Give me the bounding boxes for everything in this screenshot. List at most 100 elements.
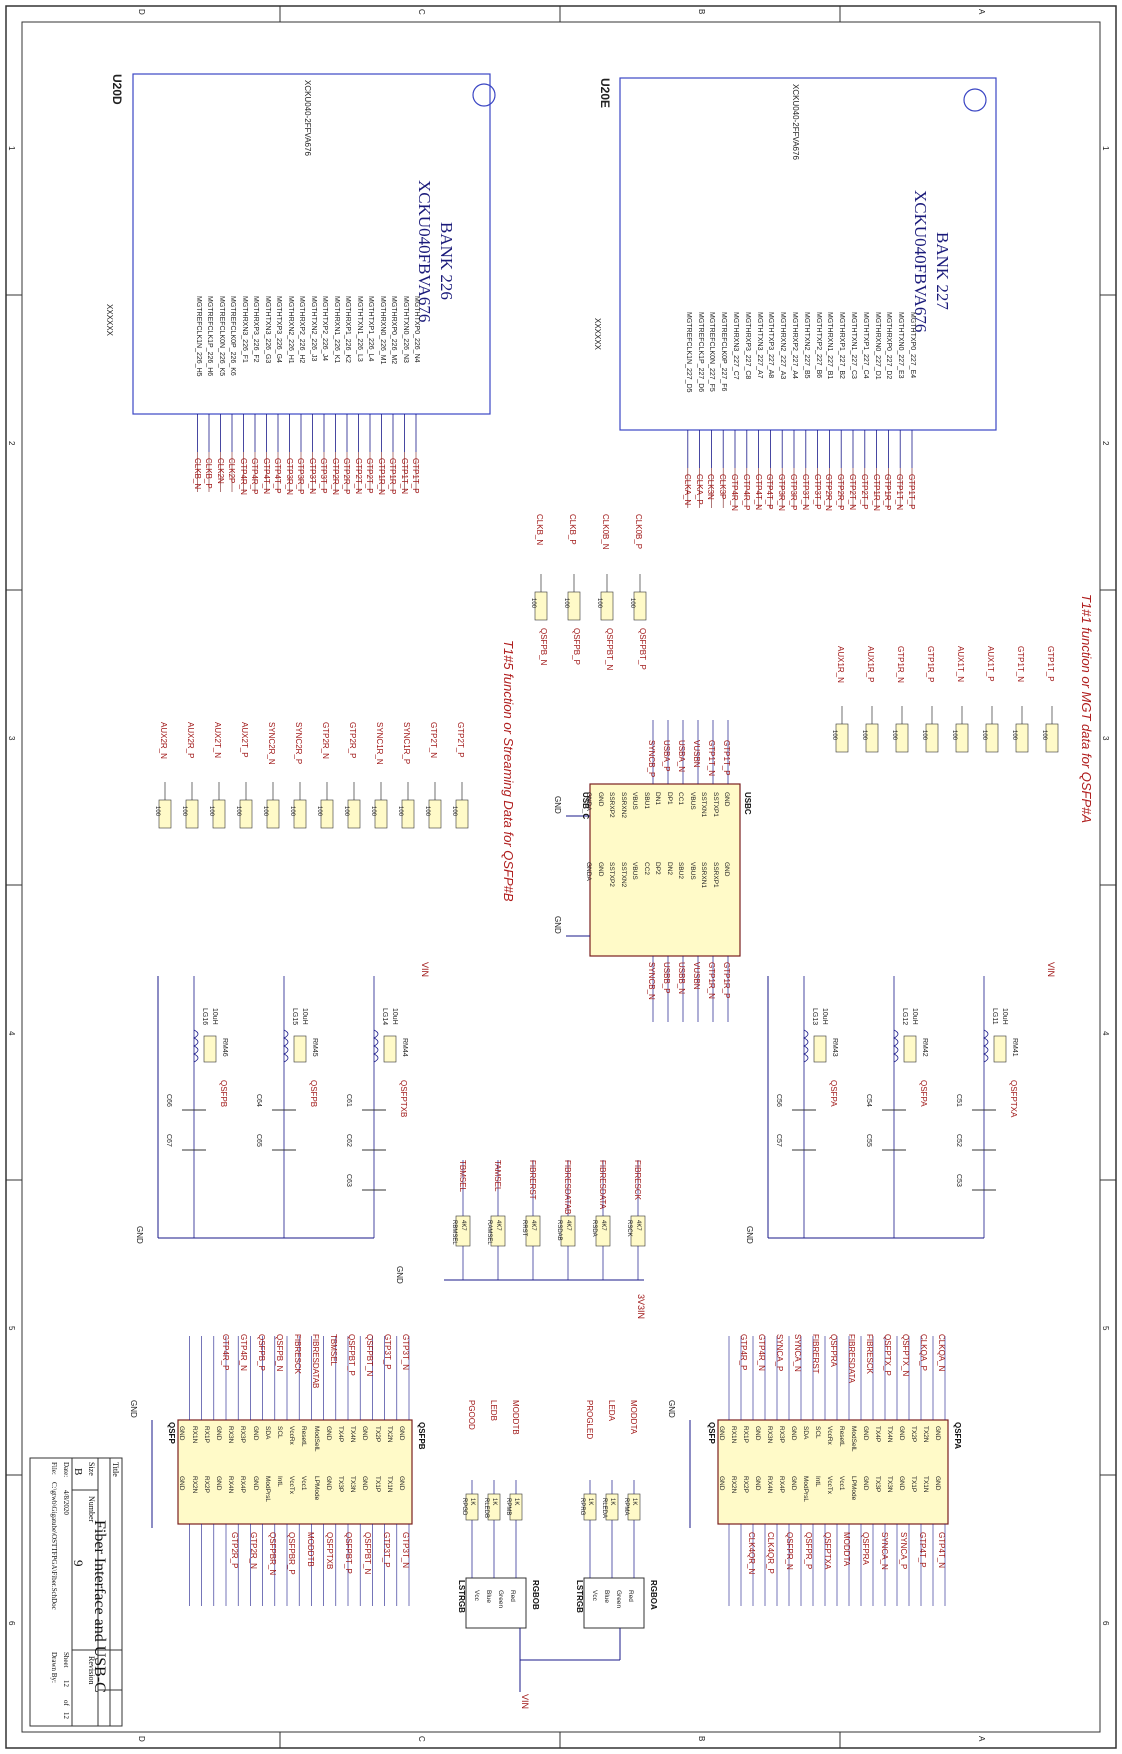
inductor-value: 10uH xyxy=(211,1008,218,1025)
res-net-label: AUX2R_N xyxy=(159,722,168,759)
resistor-body xyxy=(239,799,253,829)
led-b-box xyxy=(465,1577,527,1629)
qsfp-left-net: GTP4R_N xyxy=(757,1334,766,1371)
led-res-value: 1K xyxy=(491,1498,497,1506)
res-net-label: SYNC1R_P xyxy=(402,722,411,765)
qsfp-pin-lines xyxy=(151,1336,946,1606)
qsfp-left-net: QSFPTX_P xyxy=(883,1334,892,1376)
resistor-value: 100 xyxy=(831,730,837,741)
qsfp-pin-right: GND xyxy=(251,1476,259,1491)
resistor-value: 100 xyxy=(596,598,602,609)
qsfp-pin-left: RX3N xyxy=(227,1426,235,1444)
resistor-value: 100 xyxy=(1041,730,1047,741)
date-label: Date: xyxy=(62,1462,70,1478)
res-net-label: GTP2T_N xyxy=(429,722,438,759)
qsfp-left-net: FIBRESDATAB xyxy=(311,1334,320,1389)
led-b-label: LSTRGB xyxy=(457,1580,466,1613)
bank-net-label: GTP2R_N xyxy=(330,458,340,495)
qsfp-right-net: QSFPBT_P xyxy=(344,1532,353,1574)
filter-resistor xyxy=(383,1035,397,1063)
drawn-by-label: Drawn By: xyxy=(50,1652,58,1683)
res-net-label: AUX1R_N xyxy=(836,646,845,683)
qsfp-pin-left: ModSelL xyxy=(312,1426,320,1452)
bank-net-label: GTP3R_P xyxy=(789,474,798,511)
pullup-ref: RSDA xyxy=(591,1220,597,1237)
usb-top-net: SYNCB_P xyxy=(647,740,656,778)
filter-cap-ref: C64 xyxy=(255,1094,262,1107)
qsfp-pin-right: TX1N xyxy=(922,1476,929,1493)
resistor-value: 100 xyxy=(563,598,569,609)
zone-letter-top: C xyxy=(417,9,426,15)
bank-pin-name: MGTHRXN1_227_B1 xyxy=(826,312,834,380)
usb-pin-name-left: VBUS xyxy=(631,792,638,810)
qsfp-left-net: GTP4R_P xyxy=(221,1334,230,1371)
filter-cap-ref: C57 xyxy=(775,1134,782,1147)
qsfp-pin-right: RX4N xyxy=(766,1476,773,1494)
zone-number-right: 1 xyxy=(1101,146,1110,151)
usb-bottom-net: USBB_P xyxy=(662,962,671,994)
bank-net-label: GTP4T_P xyxy=(765,474,775,510)
usb-pin-name-right: SBU2 xyxy=(677,862,684,879)
qsfp-pin-right: GND xyxy=(361,1476,369,1491)
qsfp-pin-right: IntL xyxy=(276,1476,283,1487)
bank-pin-name: MGTHTXN0_227_E3 xyxy=(897,312,905,379)
bank-pin-name: MGTREFCLK1N_226_H5 xyxy=(194,296,202,377)
vin-label-a: VIN xyxy=(1046,962,1056,978)
note-qsfp-a: T1#1 function or MGT data for QSFP#A xyxy=(1079,594,1094,824)
file-value: C:\gtwb\Gigatube\OSTTFPGA\Fiber.SchDoc xyxy=(50,1482,58,1610)
res-net-label: SYNC2R_P xyxy=(294,722,303,765)
usb-pin-name-right: GND xyxy=(596,862,604,877)
qsfp-a-ref: QSFPA xyxy=(953,1422,962,1449)
usb-pin-name-left: SBU1 xyxy=(642,792,650,809)
qsfp-pin-right: GND xyxy=(934,1476,941,1491)
bank-pin-name: MGTREFCLK1N_227_D5 xyxy=(684,312,692,393)
qsfp-left-net: FIBRESCK xyxy=(865,1334,874,1375)
resistor-value: 100 xyxy=(921,730,927,741)
zone-letter-bottom: D xyxy=(137,1736,146,1742)
led-network xyxy=(465,1480,641,1692)
bank-net-label: GTP4R_N xyxy=(238,458,248,495)
vin-label-b: VIN xyxy=(420,962,430,978)
filter-net: QSFPB xyxy=(219,1080,228,1108)
pullup-net: FIBRESCK xyxy=(633,1160,642,1201)
led-a-box xyxy=(583,1577,645,1629)
date-value: 4/8/2020 xyxy=(62,1490,70,1515)
resistor-body xyxy=(1045,723,1059,753)
bank-net-label: GTP2T_N xyxy=(848,474,857,511)
pullup-resistor xyxy=(525,1215,541,1247)
bank-pin-name: MGTHTXN3_226_G3 xyxy=(263,296,271,364)
resistor-body xyxy=(347,799,361,829)
bank-227-box xyxy=(619,77,997,431)
usb-pin-name-right: SSTXN2 xyxy=(619,862,627,888)
qsfp-pin-right: TX3N xyxy=(886,1476,893,1493)
resistor-value: 100 xyxy=(861,730,867,741)
qsfp-pin-left: TX2N xyxy=(922,1426,929,1443)
sheet-value: 12 xyxy=(62,1680,70,1687)
pullup-resistor xyxy=(455,1215,471,1247)
inductor-value: 10uH xyxy=(821,1008,828,1025)
usb-bottom-net: USBB_N xyxy=(677,962,686,995)
clock-out-label: QSFPB_P xyxy=(572,628,581,665)
led-res-ref: RPRG xyxy=(579,1498,585,1516)
led-res-ref: RLEDA xyxy=(601,1498,607,1519)
qsfp-right-net: MODDTB xyxy=(306,1532,315,1567)
bank-226-value: XXXXXX xyxy=(105,304,114,337)
bank-net-label: CLK3P xyxy=(718,474,728,500)
qsfp-right-net: QSFPR_N xyxy=(785,1532,794,1570)
vin-label-led: VIN xyxy=(520,1694,530,1710)
zone-letter-top: D xyxy=(137,9,146,15)
zone-number-left: 6 xyxy=(7,1621,16,1626)
filter-cap-ref: C65 xyxy=(255,1134,262,1147)
pullup-resistor xyxy=(630,1215,646,1247)
resistor-body xyxy=(600,591,614,621)
bank-227-title: BANK 227 xyxy=(933,232,952,310)
qsfp-left-net: TBMSEL xyxy=(329,1334,338,1367)
qsfp-right-net: QSFPBR_P xyxy=(287,1532,296,1575)
led-res-value: 1K xyxy=(631,1498,637,1506)
bank-pin-name: MGTHRXN1_226_K1 xyxy=(332,296,340,364)
qsfp-b-name: QSFP xyxy=(167,1422,176,1444)
qsfp-pin-left: GND xyxy=(361,1426,369,1441)
resistor-body xyxy=(212,799,226,829)
resistor-body xyxy=(320,799,334,829)
filter-cap-ref: C54 xyxy=(865,1094,872,1107)
